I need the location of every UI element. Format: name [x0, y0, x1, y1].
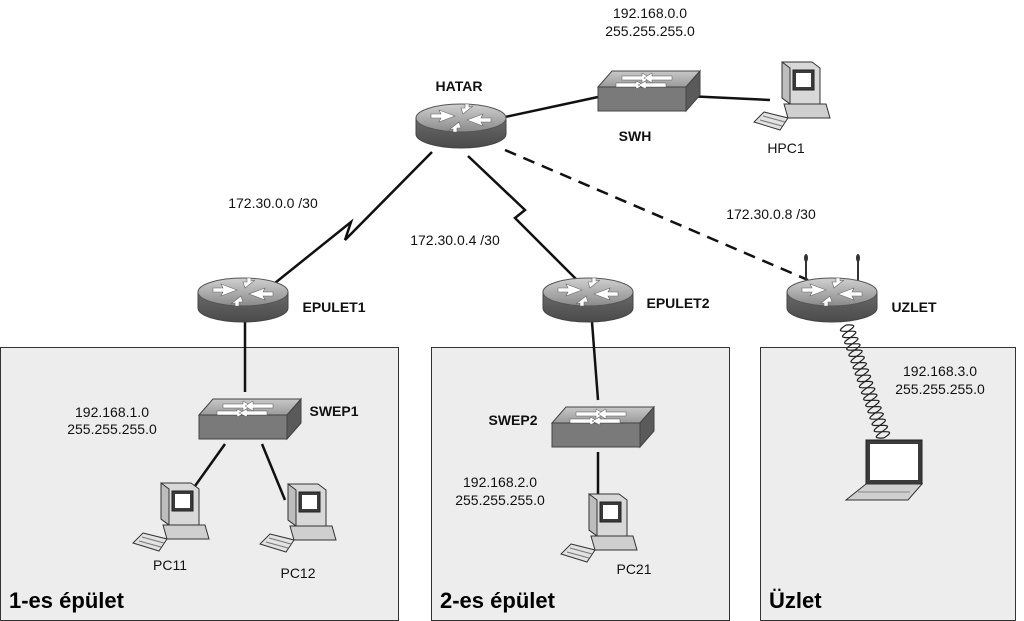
laptop-icon[interactable] [844, 439, 924, 501]
router-uzlet-icon[interactable] [786, 254, 878, 323]
area-building1-title: 1-es épület [9, 588, 124, 613]
lan1-mask: 255.255.255.0 [67, 421, 157, 437]
label-pc21: PC21 [616, 561, 652, 577]
lan3-mask: 255.255.255.0 [895, 381, 985, 397]
label-swep2: SWEP2 [488, 412, 538, 428]
link-hatar-swh [504, 95, 599, 119]
area-building2-title: 2-es épület [440, 588, 555, 613]
wireless-link [839, 324, 891, 439]
router-hatar-icon[interactable] [415, 103, 507, 149]
link-epulet1-net: 172.30.0.0 /30 [228, 195, 318, 211]
link-hatar-epulet2 [467, 155, 581, 284]
lan1-ip: 192.168.1.0 [75, 404, 149, 420]
router-epulet1-icon[interactable] [197, 277, 289, 323]
label-swep1: SWEP1 [309, 403, 359, 419]
switch-swep1-icon[interactable] [198, 398, 302, 440]
link-hatar-uzlet [504, 148, 809, 282]
switch-swh-icon[interactable] [597, 70, 701, 112]
pc-pc21-icon[interactable] [560, 493, 638, 563]
label-epulet2: EPULET2 [646, 295, 710, 311]
hatar-lan-mask: 255.255.255.0 [605, 23, 695, 39]
link-hatar-epulet1 [274, 151, 433, 284]
label-pc11: PC11 [153, 557, 187, 573]
links [183, 94, 809, 501]
pc-pc11-icon[interactable] [132, 482, 210, 552]
label-hpc1: HPC1 [767, 140, 805, 156]
lan2-mask: 255.255.255.0 [455, 492, 545, 508]
lan2-ip: 192.168.2.0 [463, 474, 537, 490]
link-uzlet-net: 172.30.0.8 /30 [726, 206, 816, 222]
switch-swep2-icon[interactable] [551, 406, 655, 448]
label-uzlet: UZLET [891, 299, 937, 315]
hatar-lan-ip: 192.168.0.0 [613, 5, 687, 21]
label-swh: SWH [618, 128, 652, 144]
link-epulet2-net: 172.30.0.4 /30 [410, 232, 500, 248]
router-epulet2-icon[interactable] [542, 277, 634, 323]
label-hatar: HATAR [435, 78, 483, 94]
link-epulet2-swep2 [590, 321, 600, 401]
lan3-ip: 192.168.3.0 [903, 363, 977, 379]
label-epulet1: EPULET1 [302, 299, 366, 315]
link-swh-hpc1 [685, 94, 771, 102]
link-swep1-pc12 [260, 443, 287, 501]
area-building1: 1-es épület [0, 347, 399, 621]
label-pc12: PC12 [280, 565, 316, 581]
pc-hpc1-icon[interactable] [753, 61, 831, 131]
pc-pc12-icon[interactable] [259, 483, 337, 553]
area-store-title: Üzlet [769, 588, 822, 613]
